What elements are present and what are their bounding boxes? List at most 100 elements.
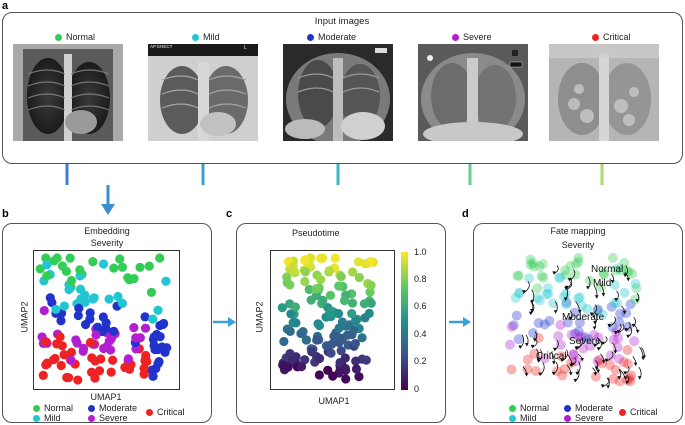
fate-point (513, 270, 524, 281)
stream-line (532, 338, 538, 348)
embedding-point (109, 326, 119, 336)
colorbar-tick: 0.2 (414, 356, 427, 366)
fate-point (605, 350, 616, 361)
fate-point (573, 326, 584, 337)
panel-letter-c: c (226, 208, 233, 220)
legend-b-mild: Mild (33, 413, 61, 423)
stream-arrowhead-icon (553, 310, 558, 314)
pseudotime-point (351, 356, 361, 366)
pseudotime-point (300, 276, 310, 287)
legend-dot-icon (509, 415, 516, 422)
mild-dot-icon (192, 34, 199, 41)
embedding-point (80, 297, 90, 307)
legend-d-normal: Normal (509, 403, 549, 413)
fate-point (543, 288, 554, 299)
fate-point (573, 293, 584, 304)
stream-arrowhead-icon (592, 343, 597, 348)
stream-arrowhead-icon (530, 344, 535, 349)
image-label-text: Normal (66, 32, 96, 42)
pseudotime-point (351, 364, 362, 374)
image-label-mild: Mild (192, 32, 220, 42)
embedding-point (153, 305, 163, 315)
legend-d-critical: Critical (619, 407, 658, 417)
fate-point (590, 371, 601, 382)
fate-point (553, 331, 564, 342)
fate-point (565, 260, 576, 271)
legend-label: Mild (520, 413, 537, 423)
pseudotime-point (349, 325, 359, 335)
fate-point (568, 350, 579, 361)
pseudotime-point (314, 370, 324, 380)
fate-point (532, 293, 543, 304)
pseudotime-point (324, 266, 335, 276)
moderate-dot-icon (307, 34, 314, 41)
embedding-point (59, 301, 69, 311)
fate-point (610, 364, 621, 375)
stream-arrowhead-icon (569, 372, 573, 376)
pseudotime-point (360, 313, 370, 323)
fate-point (548, 298, 559, 309)
legend-label: Severe (575, 413, 604, 423)
embedding-point (92, 322, 103, 332)
fate-point (539, 319, 550, 330)
legend-dot-icon (509, 405, 516, 412)
pseudotime-point (288, 318, 298, 328)
fate-point (585, 341, 596, 352)
stream-arrowhead-icon (633, 362, 638, 367)
pseudotime-point (298, 327, 308, 337)
fate-point (529, 348, 540, 359)
stream-line (625, 322, 631, 331)
pseudotime-point (354, 372, 364, 382)
pseudotime-point (347, 309, 357, 319)
pseudotime-point (296, 362, 307, 372)
embedding-point (148, 314, 158, 324)
xray-image-normal (13, 44, 123, 141)
fate-point (560, 288, 571, 299)
legend-d-severe: Severe (564, 413, 604, 423)
pseudotime-point (339, 295, 350, 306)
embedding-point (62, 372, 72, 383)
critical-dot-icon (592, 34, 599, 41)
pseudotime-point (366, 298, 376, 308)
fate-point (542, 283, 553, 294)
embedding-point (161, 276, 171, 286)
stream-line (565, 281, 573, 290)
pseudotime-point (326, 348, 336, 358)
stream-arrowhead-icon (563, 297, 568, 302)
fate-point (510, 292, 521, 303)
stream-arrowhead-icon (637, 376, 642, 380)
fate-point (506, 364, 517, 375)
pseudotime-point (336, 346, 346, 356)
embedding-point (106, 334, 116, 344)
embedding-point (135, 262, 145, 272)
embedding-point (85, 337, 96, 348)
pseudotime-point (340, 353, 350, 363)
image-label-critical: Critical (592, 32, 631, 42)
stream-arrowhead-icon (626, 334, 630, 339)
stream-arrowhead-icon (622, 310, 627, 315)
normal-dot-icon (55, 34, 62, 41)
fate-point (525, 254, 536, 265)
fate-point (573, 256, 584, 267)
panel-d-box (473, 223, 683, 423)
embedding-point (144, 261, 154, 271)
fate-point (508, 320, 519, 331)
panel-b-subtitle: Severity (90, 238, 124, 248)
stream-arrowhead-icon (589, 312, 594, 317)
fate-annotation-normal: Normal (591, 264, 624, 275)
fate-point (559, 291, 570, 302)
fate-point (575, 331, 586, 342)
pseudotime-point (321, 341, 332, 351)
fate-point (629, 336, 640, 347)
pseudotime-point (312, 335, 322, 345)
legend-label: Moderate (99, 403, 138, 413)
pseudotime-point (318, 295, 328, 305)
fate-point (610, 265, 621, 276)
fate-point (616, 265, 627, 276)
stream-arrowhead-icon (635, 329, 640, 334)
legend-dot-icon (33, 405, 40, 412)
fate-point (619, 287, 630, 298)
fate-point (615, 308, 626, 319)
pseudotime-point (333, 309, 344, 319)
